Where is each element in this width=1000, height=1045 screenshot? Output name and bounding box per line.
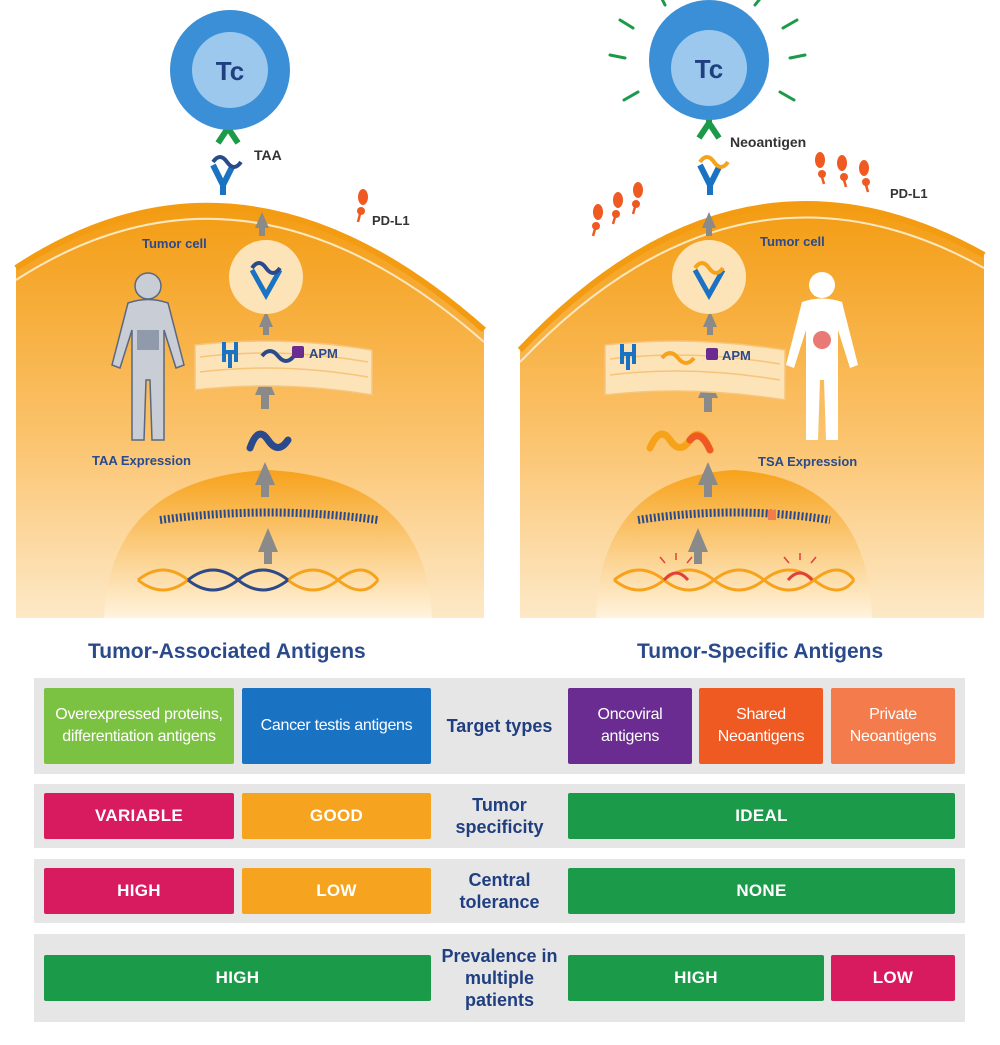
- taa-diagram-panel: APM TAA Tc PD-L1 Tumor cell TAA Expressi…: [14, 10, 486, 618]
- surface-mhc: [697, 155, 730, 195]
- taa-title: Tumor-Associated Antigens: [88, 640, 366, 663]
- human-silhouette-icon: [111, 272, 185, 441]
- mrna-strand: [637, 508, 831, 524]
- mrna-strand: [159, 508, 379, 524]
- endoplasmic-reticulum: [604, 340, 786, 401]
- tumor-site-marker: [813, 331, 831, 349]
- peptide-in-er: [660, 351, 696, 365]
- tsa-tolerance-none: NONE: [568, 868, 955, 914]
- oncoviral-cell: Oncoviral antigens: [568, 688, 692, 764]
- neoantigen-protein: [646, 430, 714, 454]
- private-prevalence-low: LOW: [831, 955, 955, 1001]
- tc-cell: [170, 10, 290, 130]
- neoantigen-label: Neoantigen: [730, 134, 806, 150]
- target-types-label: Target types: [446, 716, 553, 736]
- apm-label: APM: [309, 346, 338, 361]
- pd-l1-label: PD-L1: [890, 186, 928, 201]
- central-tolerance-row: HIGH LOW Central tolerance NONE: [34, 859, 965, 923]
- pd-l1-molecule: [356, 189, 368, 223]
- prevalence-label: Prevalence in multiple patients: [441, 946, 558, 1010]
- tsa-title: Tumor-Specific Antigens: [637, 640, 884, 663]
- mutation-spark-icon: [659, 553, 817, 564]
- tc-label: Tc: [216, 56, 244, 86]
- tsa-diagram-panel: APM Neoantigen Tc PD-L1 Tumor cell: [517, 0, 986, 618]
- tcr-receptor: [215, 122, 241, 145]
- tc-label: Tc: [695, 54, 723, 84]
- taa-expression-label: TAA Expression: [92, 453, 191, 468]
- expression-marker: [137, 330, 159, 350]
- apm-box: [706, 348, 718, 360]
- vesicle: [672, 240, 746, 314]
- apm-label: APM: [722, 348, 751, 363]
- private-neoantigens-cell: Private Neoantigens: [831, 688, 955, 764]
- prevalence-row: HIGH Prevalence in multiple patients HIG…: [34, 934, 965, 1022]
- mhc-in-er: [620, 344, 636, 370]
- taa-label: TAA: [254, 147, 282, 163]
- taa-tolerance-high: HIGH: [44, 868, 234, 914]
- tcr-receptor: [696, 117, 722, 140]
- vesicle: [229, 240, 303, 314]
- shared-neoantigens-cell: Shared Neoantigens: [699, 688, 823, 764]
- taa-specificity-variable: VARIABLE: [44, 793, 234, 839]
- pd-l1-molecules: [591, 152, 870, 237]
- cta-tolerance-low: LOW: [242, 868, 431, 914]
- tumor-cell-label: Tumor cell: [760, 234, 825, 249]
- taa-prevalence-high: HIGH: [44, 955, 431, 1001]
- mhc-in-er: [222, 342, 238, 368]
- surface-mhc: [210, 155, 243, 195]
- tumor-specificity-row: VARIABLE GOOD Tumor specificity IDEAL: [34, 784, 965, 848]
- endoplasmic-reticulum: [194, 340, 373, 396]
- central-tolerance-label: Central tolerance: [459, 870, 540, 912]
- apm-box: [292, 346, 304, 358]
- tc-cell: [649, 0, 769, 120]
- tumor-specificity-label: Tumor specificity: [455, 795, 544, 837]
- tumor-cell-label: Tumor cell: [142, 236, 207, 251]
- taa-protein: [246, 430, 292, 452]
- tsa-specificity-ideal: IDEAL: [568, 793, 955, 839]
- cancer-testis-cell: Cancer testis antigens: [242, 688, 431, 764]
- dna-helix: [137, 568, 380, 592]
- overexpressed-proteins-cell: Overexpressed proteins, differentiation …: [44, 688, 234, 764]
- tsa-expression-label: TSA Expression: [758, 454, 857, 469]
- dna-helix: [613, 568, 856, 592]
- peptide-in-er: [260, 349, 296, 363]
- target-types-row: Overexpressed proteins, differentiation …: [34, 678, 965, 774]
- human-silhouette-icon: [786, 272, 858, 440]
- activation-rays-icon: [608, 0, 807, 102]
- cta-specificity-good: GOOD: [242, 793, 431, 839]
- pd-l1-label: PD-L1: [372, 213, 410, 228]
- shared-prevalence-high: HIGH: [568, 955, 824, 1001]
